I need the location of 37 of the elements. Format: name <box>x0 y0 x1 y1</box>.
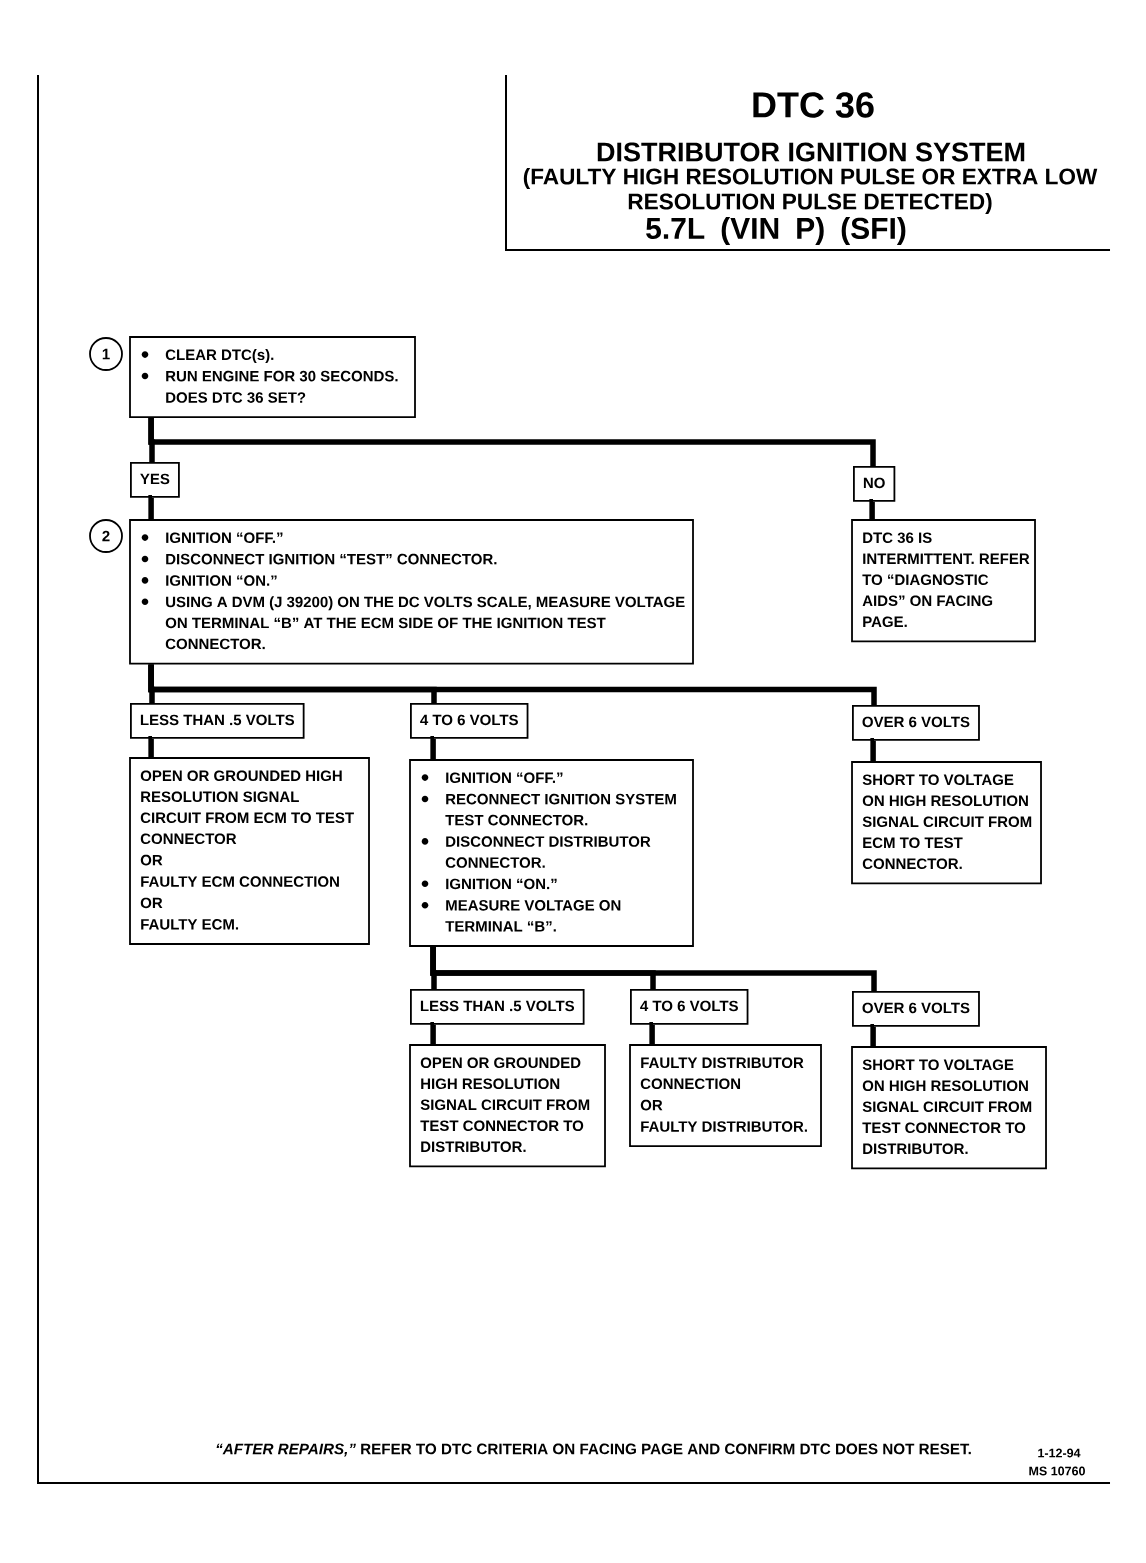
instruction-box: IGNITION “OFF.” RECONNECT IGNITION SYSTEM TEST CONNECTOR. DISCONNECT DISTRIBUTOR CONNECTOR. IGNITION “ON.” MEASURE VOLTAGE ON TERMINAL “B”. <box>409 759 694 947</box>
connector-line <box>148 418 876 466</box>
result-box: FAULTY DISTRIBUTOR CONNECTION OR FAULTY DISTRIBUTOR. <box>629 1044 822 1148</box>
branch-box: NO <box>853 466 896 502</box>
connector-line <box>430 946 877 991</box>
subtitle: (FAULTY HIGH RESOLUTION PULSE OR EXTRA LOW RESOLUTION PULSE DETECTED) <box>523 167 1098 215</box>
step-number: 1 <box>89 337 123 371</box>
result-box: SHORT TO VOLTAGE ON HIGH RESOLUTION SIGNAL CIRCUIT FROM ECM TO TEST CONNECTOR. <box>851 761 1042 885</box>
connector-line <box>869 499 876 520</box>
condition-box: 4 TO 6 VOLTS <box>410 703 529 739</box>
result-box: DTC 36 IS INTERMITTENT. REFER TO “DIAGNOSTIC AIDS” ON FACING PAGE. <box>851 519 1036 643</box>
condition-box: OVER 6 VOLTS <box>852 991 980 1027</box>
connector-line <box>148 495 155 520</box>
footnote: “AFTER REPAIRS,” REFER TO DTC CRITERIA ON FACING PAGE AND CONFIRM DTC DOES NOT RESET. <box>216 1443 971 1457</box>
result-box: OPEN OR GROUNDED HIGH RESOLUTION SIGNAL CIRCUIT FROM ECM TO TEST CONNECTOR OR FAULTY ECM CONNECTION OR FAULTY ECM. <box>129 757 370 945</box>
condition-box: OVER 6 VOLTS <box>852 705 980 741</box>
result-box: SHORT TO VOLTAGE ON HIGH RESOLUTION SIGNAL CIRCUIT FROM TEST CONNECTOR TO DISTRIBUTOR. <box>851 1046 1047 1170</box>
condition-box: LESS THAN .5 VOLTS <box>410 989 585 1025</box>
connector-line <box>148 664 877 705</box>
branch-box: YES <box>130 462 180 498</box>
subtitle: DISTRIBUTOR IGNITION SYSTEM <box>597 142 1025 162</box>
connector-line <box>870 738 877 762</box>
connector-line <box>430 1022 437 1045</box>
connector-line <box>148 736 155 758</box>
connector-line <box>870 1024 877 1047</box>
subtitle: 5.7L (VIN P) (SFI) <box>646 217 906 245</box>
condition-box: 4 TO 6 VOLTS <box>630 989 749 1025</box>
condition-box: LESS THAN .5 VOLTS <box>130 703 305 739</box>
connector-line <box>430 736 437 760</box>
document-number: MS 10760 <box>1029 1466 1085 1476</box>
instruction-box: IGNITION “OFF.” DISCONNECT IGNITION “TEST” CONNECTOR. IGNITION “ON.” USING A DVM (J 39200) ON THE DC VOLTS SCALE, MEASURE VOLTAGE ON TERMINAL “B” AT THE ECM SIDE OF THE IGNITION TEST CONNECTOR. <box>129 519 694 665</box>
title: DTC 36 <box>753 92 874 118</box>
step-number: 2 <box>89 519 123 553</box>
result-box: OPEN OR GROUNDED HIGH RESOLUTION SIGNAL CIRCUIT FROM TEST CONNECTOR TO DISTRIBUTOR. <box>409 1044 606 1168</box>
date-code: 1-12-94 <box>1038 1448 1081 1458</box>
connector-line <box>649 1022 656 1045</box>
instruction-box: CLEAR DTC(s). RUN ENGINE FOR 30 SECONDS. DOES DTC 36 SET? <box>129 336 416 419</box>
